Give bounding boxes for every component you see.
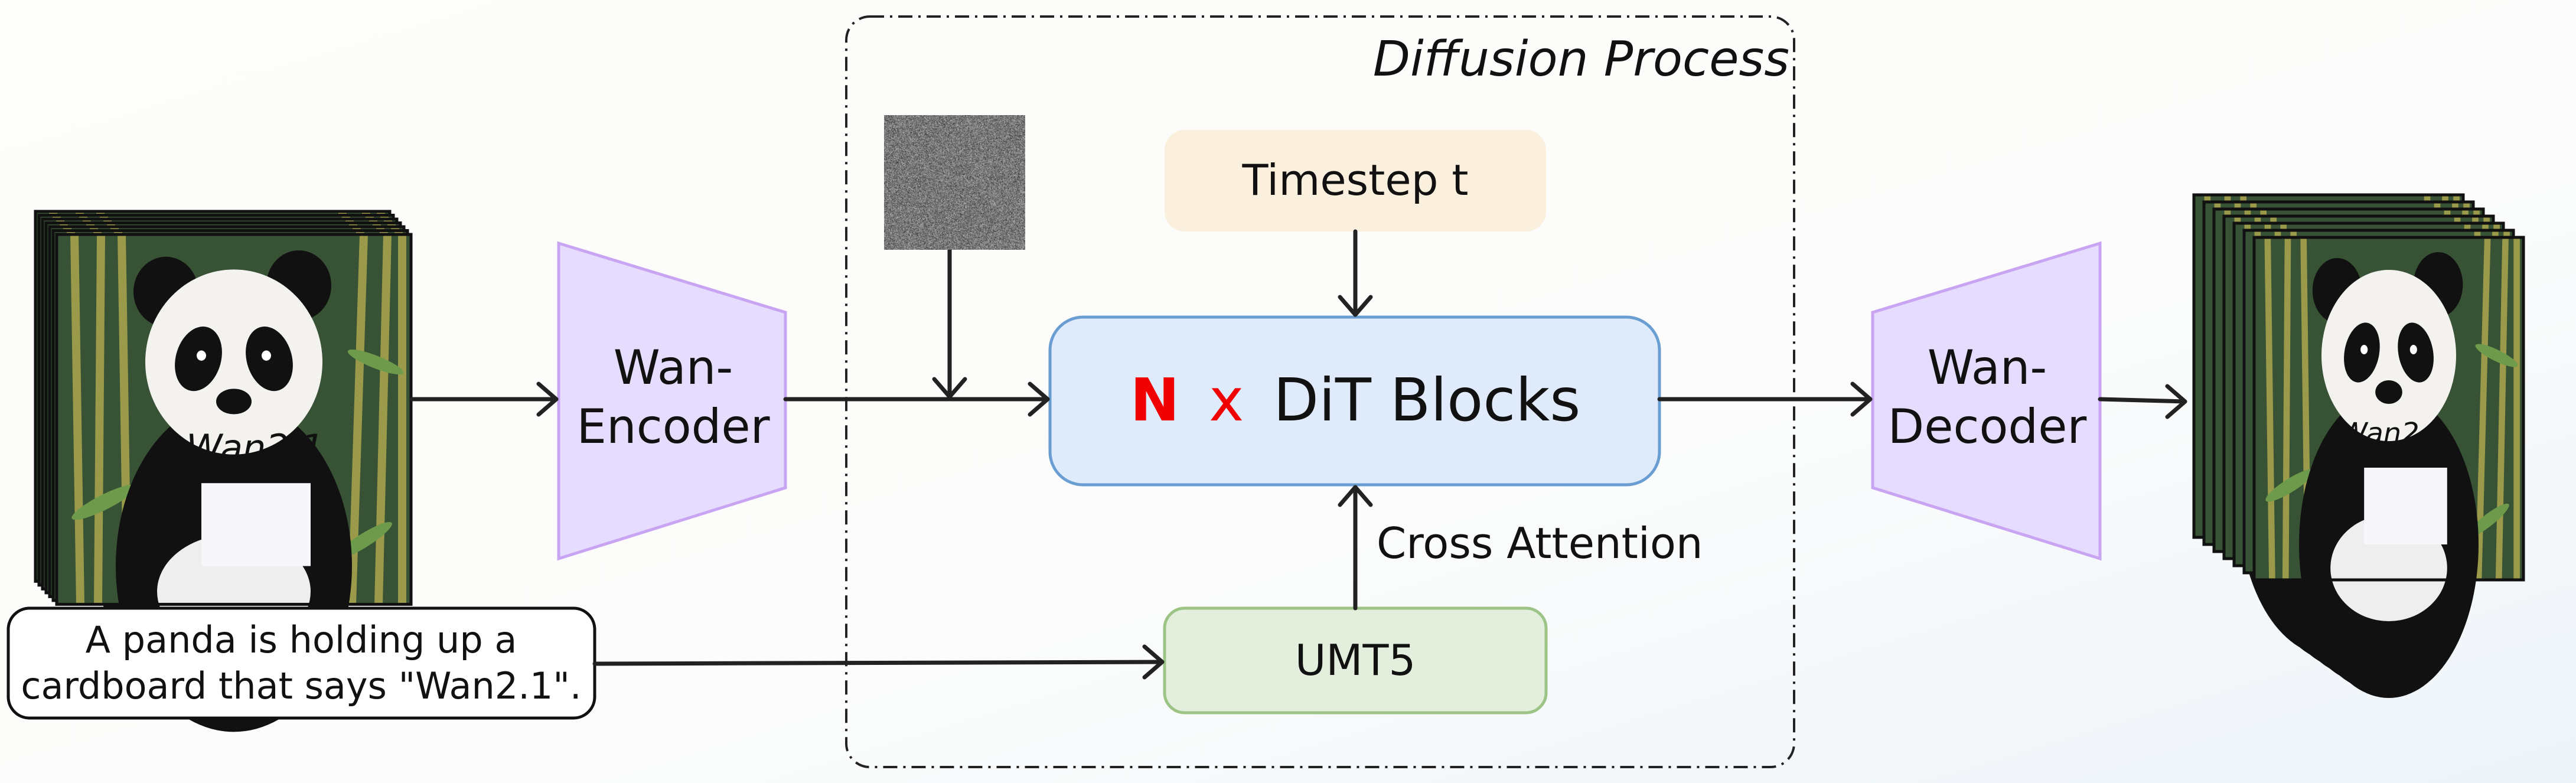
decoder-label-line2: Decoder xyxy=(1888,399,2087,454)
umt5-label: UMT5 xyxy=(1295,635,1416,685)
dit-blocks-box: N x DiT Blocks xyxy=(1050,317,1659,485)
text-prompt-box: A panda is holding up a cardboard that s… xyxy=(8,608,595,718)
cross-attention-label: Cross Attention xyxy=(1377,518,1703,568)
output-sign-text: Wan2.1 xyxy=(2339,417,2446,450)
diffusion-process-title: Diffusion Process xyxy=(1373,31,1789,87)
encoder-label-line1: Wan- xyxy=(614,340,733,395)
encoder-label-line2: Encoder xyxy=(576,399,769,454)
svg-text:N x DiT Blocks: N x DiT Blocks xyxy=(1130,366,1581,435)
dit-blocks-label: DiT Blocks xyxy=(1273,366,1580,435)
umt5-box: UMT5 xyxy=(1165,608,1546,713)
dit-n-label: N xyxy=(1130,366,1180,435)
input-sign-text: Wan2.1 xyxy=(186,426,324,469)
prompt-line2: cardboard that says "Wan2.1". xyxy=(21,664,581,707)
timestep-label: Timestep t xyxy=(1241,155,1468,205)
dit-x-label: x xyxy=(1209,366,1244,435)
timestep-box: Timestep t xyxy=(1165,130,1546,231)
decoder-label-line1: Wan- xyxy=(1928,340,2047,395)
noise-latent-image xyxy=(884,115,1025,250)
prompt-line1: A panda is holding up a xyxy=(86,618,517,661)
